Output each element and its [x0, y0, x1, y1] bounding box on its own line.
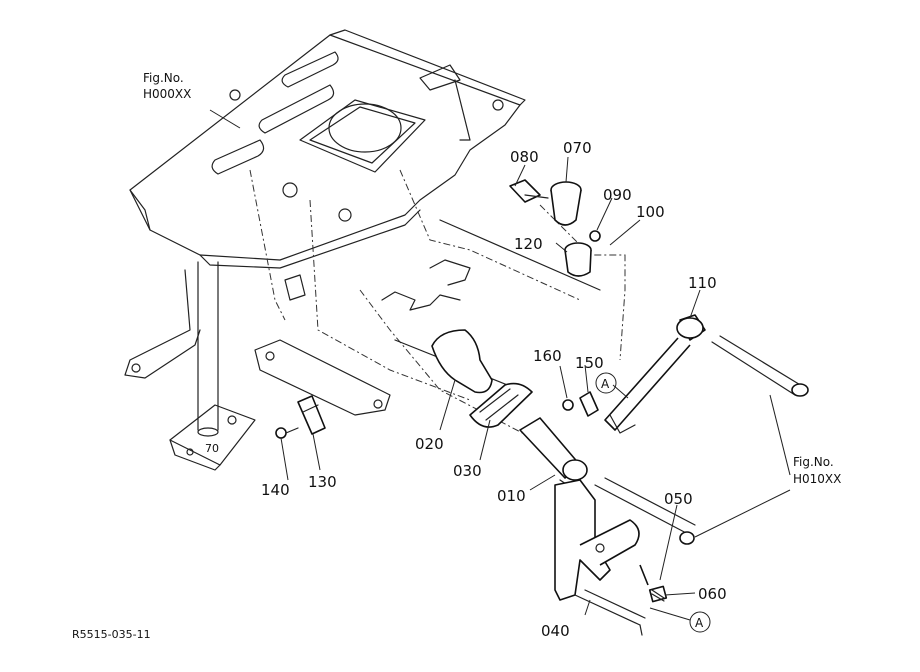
- fig-ref-right-line1: Fig.No.: [793, 455, 834, 469]
- callout-a-upper: A: [595, 372, 617, 394]
- mid-brackets: [254, 259, 471, 416]
- label-020: 020: [415, 435, 444, 453]
- label-060: 060: [698, 585, 727, 603]
- label-040: 040: [541, 622, 570, 640]
- callout-a-upper-text: A: [601, 377, 610, 391]
- label-110: 110: [688, 274, 717, 292]
- label-160: 160: [533, 347, 562, 365]
- fig-ref-right: Fig.No. H010XX: [793, 455, 841, 486]
- label-090: 090: [603, 186, 632, 204]
- label-070: 070: [563, 139, 592, 157]
- steering-column: 70: [124, 261, 256, 471]
- callout-a-lower-text: A: [695, 616, 704, 630]
- label-010: 010: [497, 487, 526, 505]
- lever-040: [554, 479, 668, 636]
- fig-ref-top: Fig.No. H000XX: [143, 71, 191, 101]
- leader-lines: [209, 109, 791, 621]
- drawing-code: R5515-035-11: [72, 628, 151, 641]
- part-110-shaft: [604, 314, 809, 434]
- plate-mark-70: 70: [205, 442, 219, 455]
- floor-plate: [129, 29, 526, 269]
- fig-ref-top-line2: H000XX: [143, 87, 191, 101]
- frame-rail: [249, 169, 626, 451]
- pedal-assembly: [431, 329, 696, 545]
- label-120: 120: [514, 235, 543, 253]
- label-080: 080: [510, 148, 539, 166]
- label-130: 130: [308, 473, 337, 491]
- label-030: 030: [453, 462, 482, 480]
- fig-ref-top-line1: Fig.No.: [143, 71, 184, 85]
- fig-ref-right-line2: H010XX: [793, 472, 841, 486]
- part-150-160: [562, 391, 599, 417]
- callout-a-lower: A: [689, 611, 711, 633]
- label-050: 050: [664, 490, 693, 508]
- label-140: 140: [261, 481, 290, 499]
- part-130-clip: [275, 395, 326, 439]
- label-150: 150: [575, 354, 604, 372]
- label-100: 100: [636, 203, 665, 221]
- bushing-group: [509, 179, 601, 277]
